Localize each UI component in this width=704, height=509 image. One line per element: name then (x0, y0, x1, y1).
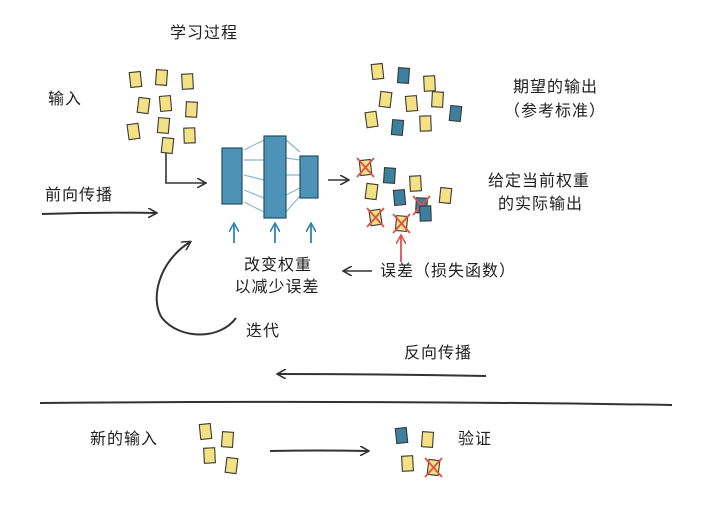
yellow-note (158, 94, 173, 113)
yellow-note (423, 75, 436, 92)
yellow-note (203, 447, 216, 464)
input-notes (126, 69, 198, 155)
blue-note (392, 188, 407, 207)
actual-label-line2: 的实际输出 (498, 194, 584, 213)
new-input-notes (198, 422, 239, 475)
yellow-note (364, 182, 379, 201)
input-layer (221, 147, 243, 205)
yellow-note (160, 136, 175, 155)
blue-note (390, 118, 405, 137)
yellow-note (183, 127, 196, 144)
yellow-note (401, 455, 414, 472)
yellow-note (378, 90, 393, 109)
new-input-label: 新的输入 (90, 429, 159, 448)
blue-note (382, 167, 397, 184)
actual-label-line1: 给定当前权重 (488, 171, 591, 190)
expected-output-notes (364, 62, 463, 137)
validate-label: 验证 (458, 429, 493, 448)
error-cross-icon (366, 207, 385, 228)
adjust-label-line1: 改变权重 (243, 255, 312, 274)
hidden-layer (263, 135, 287, 219)
yellow-note (128, 70, 143, 89)
yellow-note (404, 94, 419, 113)
actual-output-notes (356, 157, 453, 234)
yellow-note (126, 122, 141, 141)
network-connections (243, 139, 301, 213)
yellow-note (220, 431, 235, 448)
yellow-note (224, 456, 239, 475)
yellow-note (181, 73, 194, 90)
yellow-note (185, 101, 198, 118)
backward-label: 反向传播 (404, 343, 473, 362)
new-input-arrow (269, 451, 368, 452)
blue-note (419, 205, 432, 222)
forward-label: 前向传播 (45, 185, 114, 204)
error-cross-icon (392, 213, 411, 234)
yellow-note (419, 115, 432, 132)
error-cross-icon (356, 157, 375, 178)
validation-notes (394, 426, 443, 478)
expected-label-line2: （参考标准） (504, 101, 607, 120)
yellow-note (409, 175, 422, 192)
iteration-loop-arrow (155, 242, 237, 336)
yellow-note (431, 91, 444, 108)
blue-note (448, 104, 463, 123)
yellow-note (364, 110, 379, 129)
diagram-title: 学习过程 (170, 23, 239, 42)
yellow-note (438, 186, 453, 205)
yellow-note (420, 431, 435, 448)
error-label: 误差（损失函数） (380, 261, 517, 280)
yellow-note (156, 116, 171, 135)
yellow-note (370, 62, 385, 81)
backward-arrow (278, 374, 487, 376)
yellow-note (154, 69, 169, 86)
blue-note (396, 67, 411, 84)
output-layer (299, 155, 319, 199)
expected-label-line1: 期望的输出 (513, 77, 599, 96)
yellow-note (136, 96, 151, 115)
yellow-note (198, 422, 213, 441)
adjust-label-line2: 以减少误差 (234, 277, 320, 296)
input-to-network-arrow (165, 148, 205, 183)
error-cross-icon (424, 457, 443, 478)
neural-network (221, 135, 348, 219)
forward-arrow (41, 213, 156, 214)
iterate-label: 迭代 (246, 321, 281, 340)
section-divider (39, 400, 673, 406)
blue-note (394, 426, 409, 445)
input-label: 输入 (48, 89, 83, 108)
